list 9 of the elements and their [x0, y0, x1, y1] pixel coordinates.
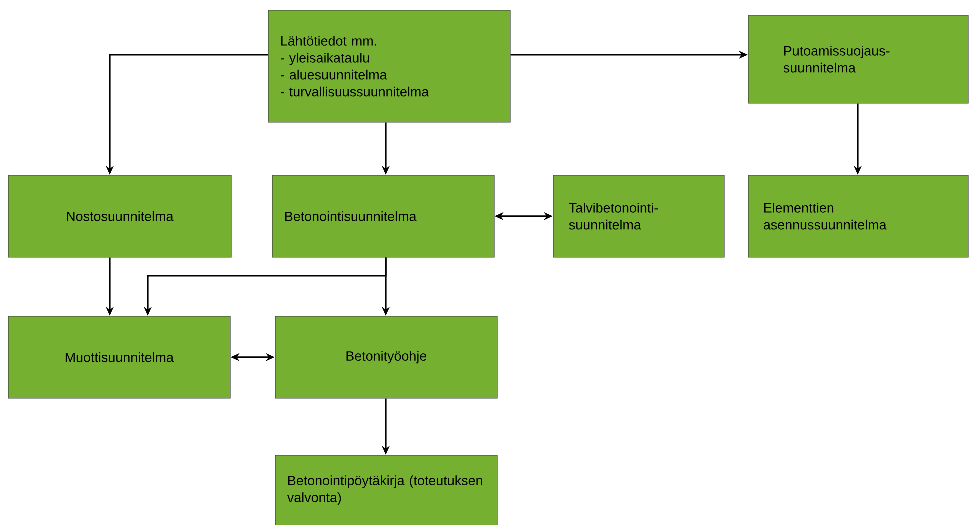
- process-box: Nostosuunnitelma: [8, 175, 232, 258]
- process-box: Talvibetonointi-suunnitelma: [553, 175, 725, 258]
- process-box: Betonointipöytäkirja (toteutuksen valvonta): [275, 455, 498, 525]
- process-box: Betonityöohje: [275, 316, 498, 399]
- process-box: Muottisuunnitelma: [8, 316, 231, 399]
- process-box: Elementtien asennussuunnitelma: [748, 175, 969, 258]
- process-box: Lähtötiedot mm. - yleisaikataulu - aluesuunnitelma - turvallisuussuunnitelma: [268, 10, 511, 123]
- process-box: Putoamissuojaus-suunnitelma: [748, 15, 969, 104]
- process-box: Betonointisuunnitelma: [272, 175, 495, 258]
